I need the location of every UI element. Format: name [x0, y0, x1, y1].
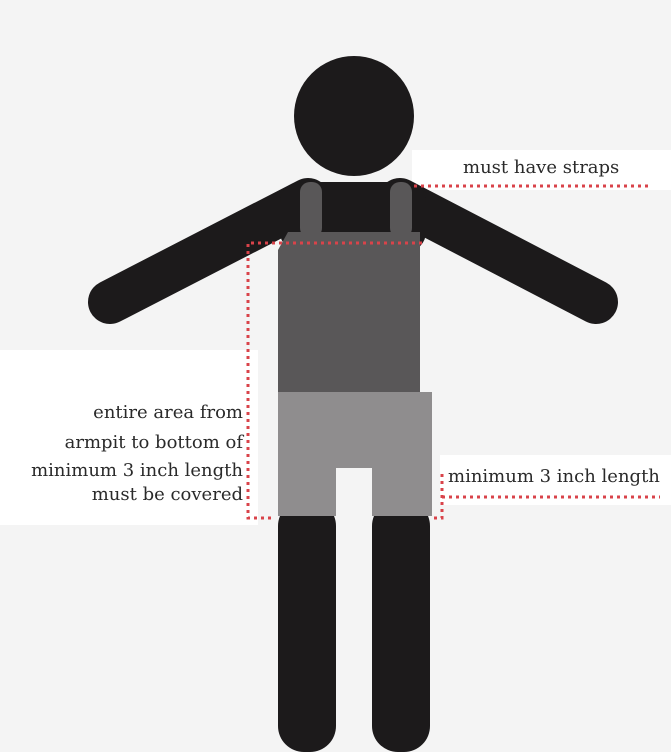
coverage-label-line-1: entire area from [93, 404, 243, 422]
right-arm [400, 200, 596, 302]
swimsuit-bottom [278, 392, 432, 516]
length-dotted-bracket [434, 474, 442, 518]
coverage-label-line-2: armpit to bottom of [65, 434, 243, 452]
left-leg [278, 500, 336, 752]
right-strap [390, 182, 412, 238]
straps-label: must have straps [463, 159, 619, 177]
length-label: minimum 3 inch length [448, 468, 660, 486]
right-leg [372, 500, 430, 752]
head [294, 56, 414, 176]
coverage-label-line-4: must be covered [92, 486, 243, 504]
swimsuit-top [278, 232, 420, 392]
left-strap [300, 182, 322, 238]
coverage-label-line-3: minimum 3 inch length [31, 462, 243, 480]
